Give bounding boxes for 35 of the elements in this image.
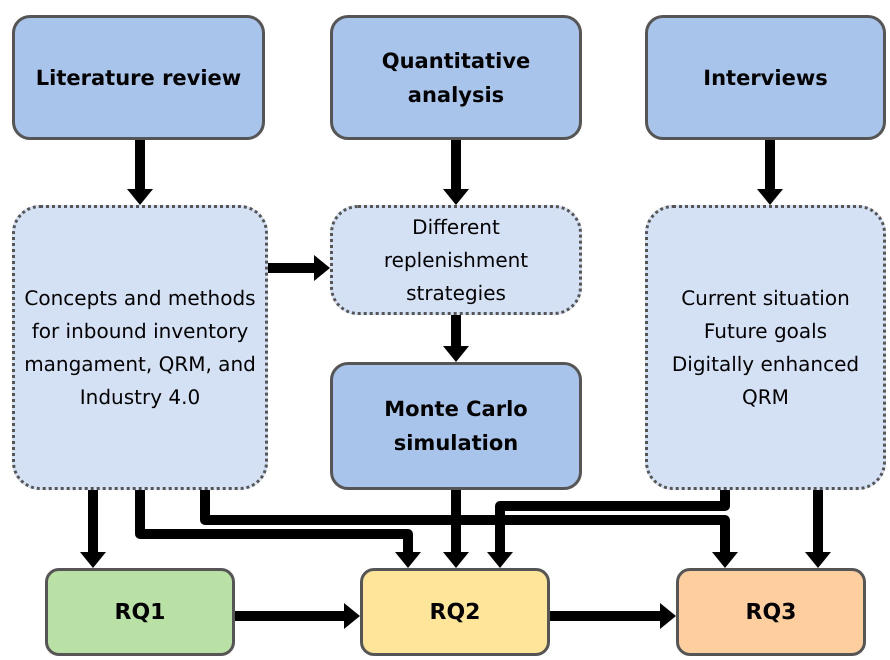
arrow	[127, 140, 153, 205]
box-text: Current situation	[681, 284, 850, 312]
box-text: Concepts and methods for inbound inventory mangament, QRM, and Industry 4.0	[23, 284, 257, 410]
arrow	[443, 315, 469, 362]
process-box	[12, 15, 265, 140]
process-box	[645, 205, 886, 490]
box-text: Quantitative analysis	[380, 48, 532, 108]
process-box	[360, 568, 550, 656]
arrow	[550, 603, 676, 629]
box-text: RQ3	[746, 598, 796, 626]
box-text: Literature review	[36, 64, 242, 92]
box-text: RQ1	[114, 598, 166, 626]
arrow	[200, 490, 738, 568]
box-text: Future goals	[704, 318, 828, 344]
process-box	[645, 15, 886, 140]
box-text: Different replenishment strategies	[382, 214, 530, 306]
process-box	[330, 205, 582, 315]
arrow	[268, 255, 330, 281]
arrow	[443, 490, 469, 568]
arrow	[757, 140, 783, 205]
arrow	[135, 490, 421, 568]
box-text: Monte Carlo simulation	[383, 396, 529, 457]
arrow	[235, 603, 360, 629]
process-box	[330, 15, 582, 140]
process-box	[45, 568, 235, 656]
arrow	[805, 490, 831, 568]
arrow	[487, 490, 730, 568]
process-box	[12, 205, 268, 490]
process-box	[676, 568, 866, 656]
process-box	[330, 362, 582, 490]
box-text: Interviews	[703, 64, 828, 92]
arrow	[443, 140, 469, 205]
box-text: Digitally enhanced QRM	[670, 350, 860, 410]
box-text: RQ2	[430, 598, 480, 626]
arrow	[80, 490, 106, 568]
